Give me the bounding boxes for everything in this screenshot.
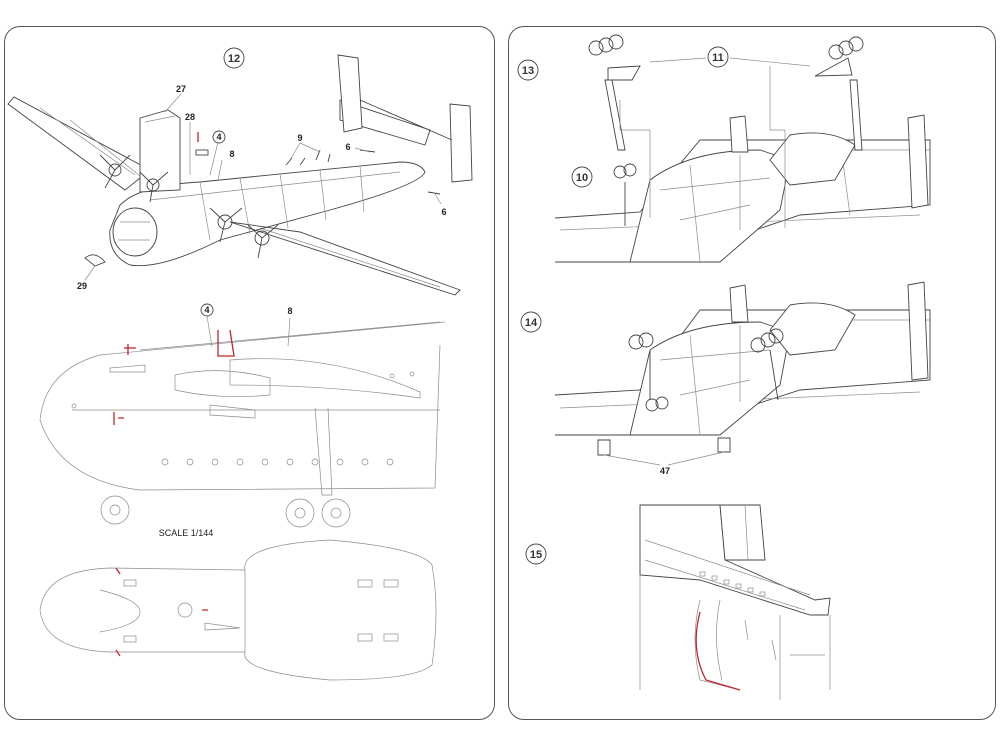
callout-9: 9 [297,133,302,143]
callout-47: 47 [660,466,670,476]
step-15-number: 15 [530,549,542,561]
callout-28: 28 [185,112,195,122]
callout-4-perspective: 4 [216,132,221,142]
step-13-number: 13 [522,65,534,77]
step-12-aircraft-perspective: 12 [7,47,473,296]
step-15-rear-fuselage: 15 [525,504,831,700]
step-13-landing-gear: 13 11 10 [517,34,931,263]
callout-29: 29 [77,281,87,291]
callout-27: 27 [176,84,186,94]
top-view-drawing [39,539,437,681]
callout-10: 10 [576,172,588,184]
step-14-number: 14 [525,317,538,329]
side-view-drawing: 4 8 SCALE 1/144 [39,303,446,538]
scale-label: SCALE 1/144 [159,528,214,538]
callout-8-perspective: 8 [229,149,234,159]
step-12-number: 12 [228,53,240,65]
step-14-landing-gear: 14 47 [520,281,931,476]
callout-4-side: 4 [204,305,209,315]
callout-11: 11 [712,52,724,64]
callout-6-upper: 6 [345,142,350,152]
callout-8-side: 8 [287,306,292,316]
callout-6-lower: 6 [441,207,446,217]
